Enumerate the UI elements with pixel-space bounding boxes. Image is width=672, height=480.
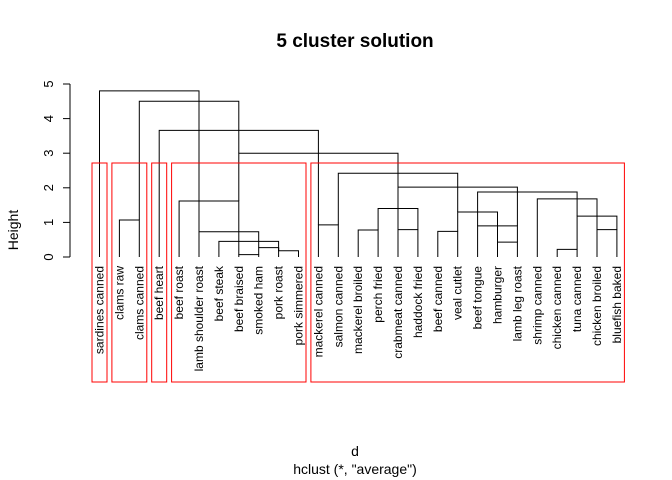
chart-title: 5 cluster solution (276, 31, 433, 52)
y-tick-label: 3 (41, 150, 56, 157)
leaf-label: beef braised (232, 266, 246, 332)
y-axis: 0 1 2 3 4 5 (41, 80, 71, 261)
leaf-label: clams raw (112, 266, 126, 320)
leaf-label: beef tongue (471, 266, 485, 330)
branch (437, 230, 459, 257)
y-tick-label: 0 (41, 253, 56, 260)
cluster-box (171, 162, 307, 383)
y-tick-label: 1 (41, 219, 56, 226)
leaf-label: perch fried (371, 266, 385, 323)
leaf-label: chicken broiled (590, 266, 604, 346)
cluster-box (111, 162, 148, 383)
cluster-boxes (91, 162, 625, 383)
leaf-label: crabmeat canned (391, 266, 405, 359)
branch (278, 247, 299, 257)
branch (198, 231, 260, 257)
branch (536, 198, 598, 257)
branch (497, 241, 518, 257)
leaf-label: pork simmered (292, 266, 306, 345)
y-tick-label: 2 (41, 184, 56, 191)
dendrogram-branches (99, 90, 618, 257)
leaf-label: haddock fried (411, 266, 425, 338)
branch (238, 254, 260, 257)
leaf-label: shrimp canned (530, 266, 544, 345)
branch (99, 90, 200, 257)
cluster-box (310, 162, 625, 383)
leaf-label: pork roast (272, 265, 286, 319)
leaf-label: beef steak (212, 265, 226, 321)
leaf-label: veal cutlet (451, 265, 465, 320)
leaf-label: sardines canned (93, 266, 107, 354)
leaf-label: hamburger (491, 266, 505, 324)
leaf-label: clams canned (132, 266, 146, 340)
branch (397, 229, 419, 257)
branch (258, 247, 280, 257)
leaf-label: lamb shoulder roast (192, 265, 206, 371)
leaf-label: bluefish baked (610, 266, 624, 343)
leaf-label: beef roast (172, 265, 186, 319)
leaf-label: smoked ham (252, 266, 266, 335)
leaf-labels: sardines canned clams raw clams canned beef… (93, 265, 624, 371)
chart-subtitle: hclust (*, "average") (293, 461, 417, 477)
y-tick-label: 4 (41, 115, 56, 122)
x-axis-label: d (351, 443, 359, 459)
cluster-box (151, 162, 168, 383)
leaf-label: beef canned (431, 266, 445, 332)
branch (556, 248, 578, 257)
y-tick-label: 5 (41, 80, 56, 87)
branch (357, 229, 379, 257)
leaf-label: lamb leg roast (510, 265, 524, 341)
leaf-label: salmon canned (331, 266, 345, 347)
leaf-label: chicken canned (550, 266, 564, 349)
leaf-label: tuna canned (570, 266, 584, 332)
branch (118, 219, 140, 257)
branch (138, 100, 240, 220)
branch (477, 191, 578, 226)
y-axis-label: Height (5, 210, 21, 251)
cluster-box (91, 162, 108, 383)
leaf-label: mackerel canned (311, 266, 325, 357)
leaf-label: beef heart (152, 265, 166, 320)
branch (317, 224, 339, 257)
branch (178, 200, 240, 257)
leaf-label: mackerel broiled (351, 266, 365, 354)
branch (596, 229, 618, 257)
branch (218, 240, 280, 257)
